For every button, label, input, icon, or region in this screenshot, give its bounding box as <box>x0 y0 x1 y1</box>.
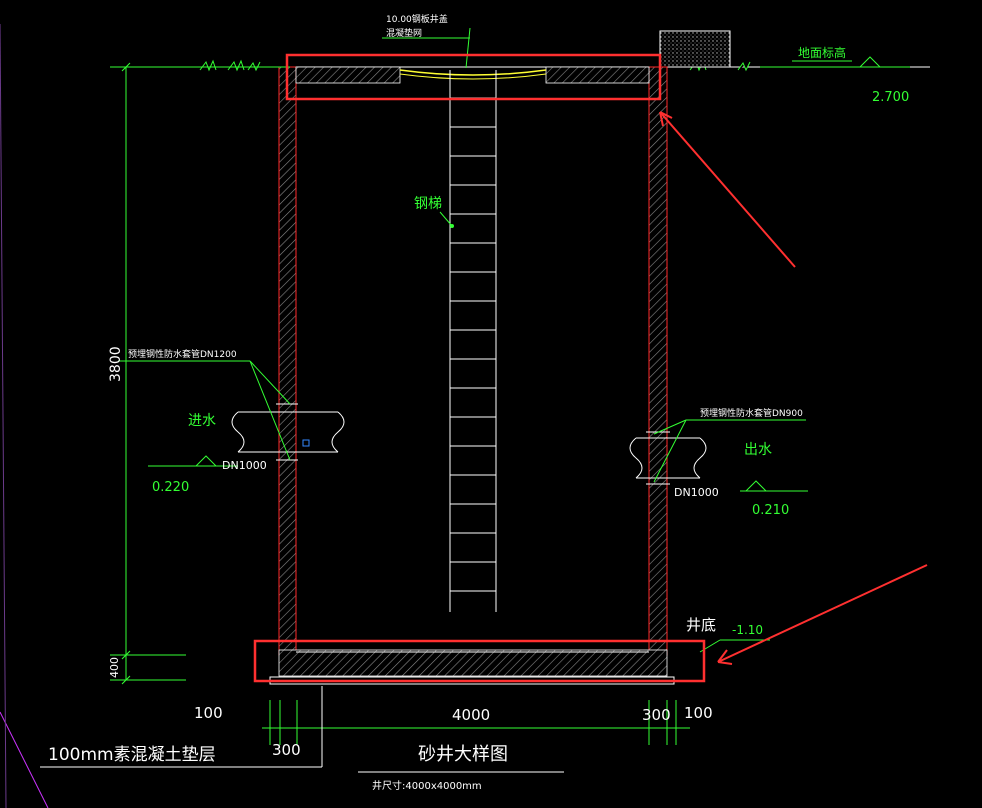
right-wall <box>648 66 668 656</box>
concrete-block <box>659 30 731 68</box>
guide-line <box>0 711 49 808</box>
dim-inner: 4000 <box>452 706 490 724</box>
ground-elevation: 2.700 <box>872 90 909 105</box>
title-frame <box>40 686 564 773</box>
inlet-elevation: 0.220 <box>152 480 189 495</box>
dim-left-wall-2: 300 <box>272 741 301 759</box>
inlet-marker <box>302 439 310 447</box>
cover-label-1: 10.00钢板井盖 <box>386 13 448 25</box>
inlet-pipe <box>231 403 345 461</box>
dim-base: 400 <box>108 657 121 678</box>
highlight-bottom-box <box>253 639 706 683</box>
guide-line <box>0 23 7 808</box>
ladder-leader-dot <box>450 224 454 228</box>
outlet-elevation: 0.210 <box>752 503 789 518</box>
leader-lines <box>110 27 910 745</box>
highlight-top-box <box>285 53 662 101</box>
ground-level-label: 地面标高 <box>798 45 846 60</box>
outlet-pipe <box>629 431 707 485</box>
outlet-dn-label: DN1000 <box>674 486 719 499</box>
drawing-title: 砂井大样图 <box>418 744 508 765</box>
cover-label-2: 混凝垫网 <box>386 27 422 39</box>
manhole-cover <box>399 69 547 76</box>
dim-left-wall: 100 <box>194 704 223 722</box>
highlight-arrows <box>659 111 928 665</box>
bottom-label: 井底 <box>686 616 716 634</box>
inlet-dn-label: DN1000 <box>222 459 267 472</box>
bottom-elevation: -1.10 <box>732 623 763 637</box>
left-wall <box>278 66 297 656</box>
inlet-label: 进水 <box>188 413 216 429</box>
dim-right-wall-2: 100 <box>684 704 713 722</box>
top-slab-right <box>545 66 650 84</box>
dim-height: 3800 <box>108 346 124 382</box>
grass-marks <box>199 59 751 72</box>
top-slab-left <box>295 66 401 84</box>
cushion-label: 100mm素混凝土垫层 <box>48 745 216 765</box>
bottom-slab <box>278 649 668 677</box>
ladder-label: 钢梯 <box>414 196 442 212</box>
manhole-cover-lower <box>399 73 547 80</box>
inlet-sleeve-label: 预埋钢性防水套管DN1200 <box>128 348 237 360</box>
drawing-subtitle: 井尺寸:4000x4000mm <box>372 779 482 792</box>
outlet-label: 出水 <box>744 442 772 458</box>
dim-right-wall: 300 <box>642 706 671 724</box>
outlet-sleeve-label: 预埋钢性防水套管DN900 <box>700 407 803 419</box>
steel-ladder <box>449 70 497 612</box>
